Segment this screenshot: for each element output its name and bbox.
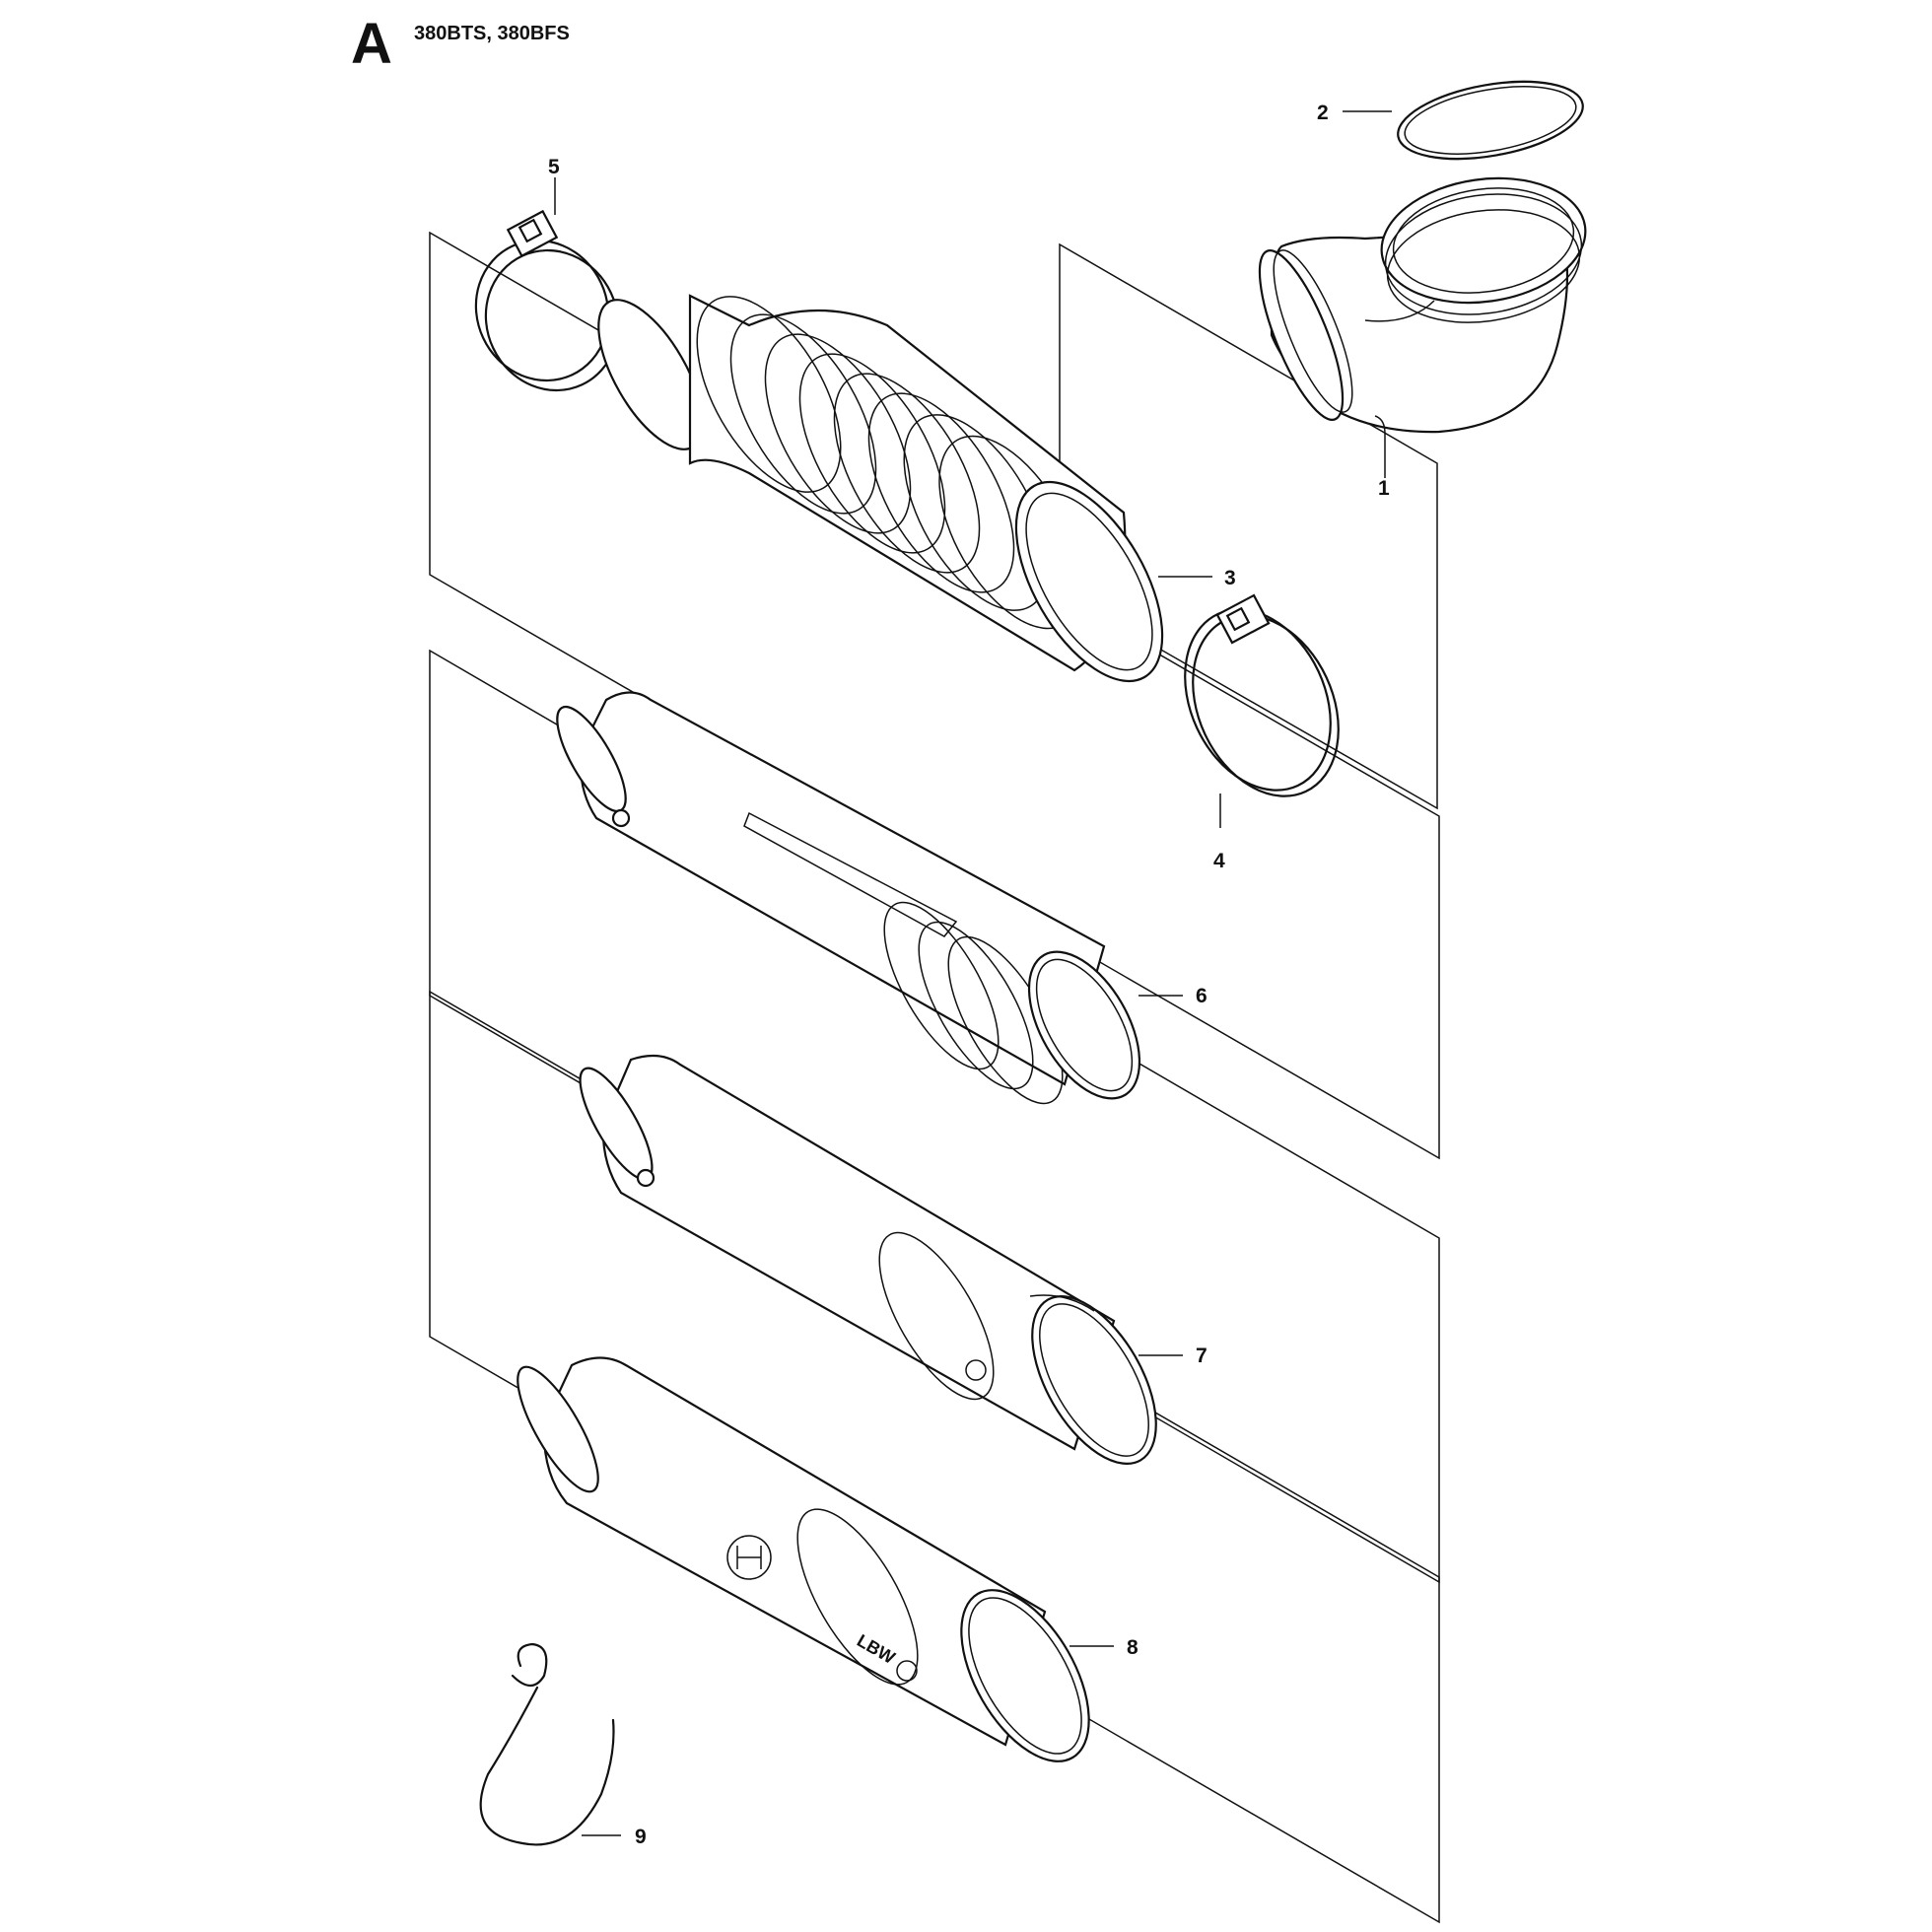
part-hose-clamp-left: [474, 209, 620, 392]
callout-numbers: 1 2 3 4 5 6 7 8 9: [548, 102, 1390, 1848]
part-o-ring: [1397, 80, 1584, 161]
callout-4: 4: [1213, 850, 1225, 872]
leader-1: [1374, 415, 1386, 478]
leader-lines: [554, 110, 1392, 1836]
part-wire-clip: [479, 1642, 615, 1846]
brand-logo-icon: [726, 1535, 772, 1580]
callout-3: 3: [1224, 567, 1236, 589]
bellows-ribs: [696, 296, 1082, 630]
callout-9: 9: [635, 1826, 647, 1848]
callout-5: 5: [548, 156, 560, 178]
model-list: 380BTS, 380BFS: [414, 23, 570, 44]
part-hose-clamp-right: [1184, 593, 1340, 797]
part-tube-7: [579, 1054, 1157, 1465]
callout-2: 2: [1317, 102, 1329, 124]
part-nozzle: LBW: [517, 1356, 1090, 1762]
part-bellows-hose: [597, 294, 1164, 683]
part-tube-6: [556, 691, 1141, 1105]
callout-1: 1: [1378, 477, 1390, 500]
section-letter: A: [351, 12, 392, 76]
callout-7: 7: [1196, 1345, 1208, 1367]
callout-8: 8: [1127, 1636, 1138, 1659]
part-elbow: [1258, 176, 1587, 434]
callout-6: 6: [1196, 985, 1208, 1007]
